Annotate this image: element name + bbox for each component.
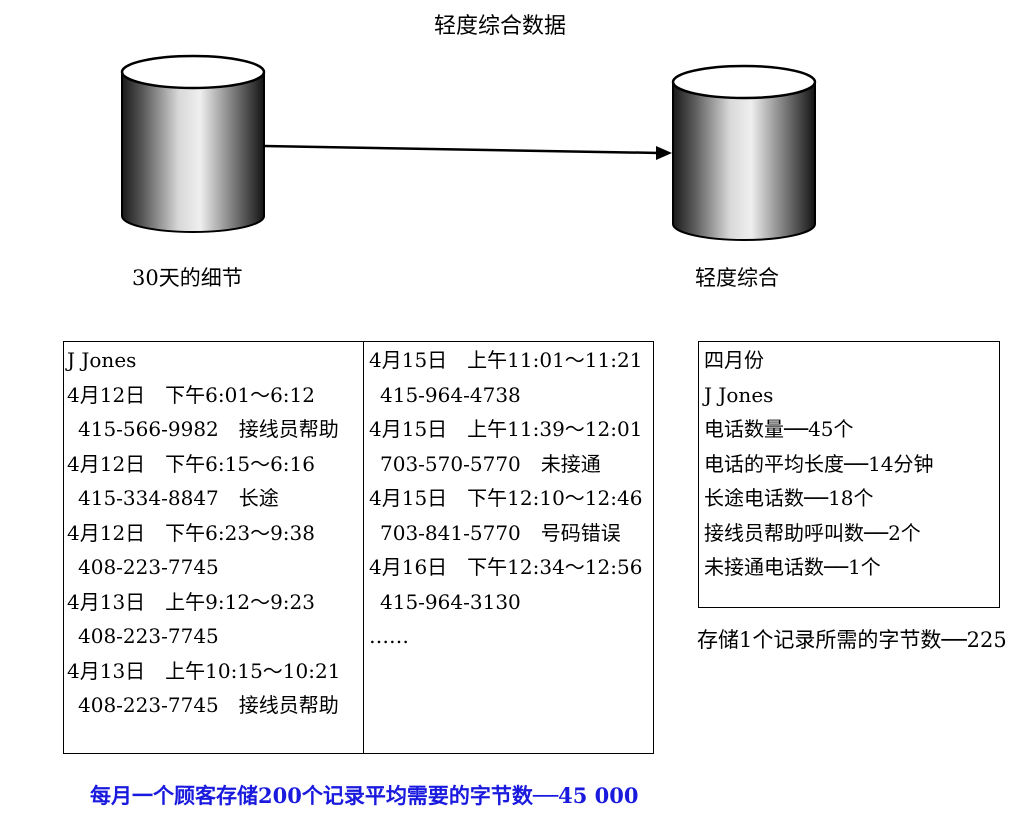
record-line: 415-964-3130: [380, 589, 521, 614]
storage-note: 存储1个记录所需的字节数──225: [697, 628, 1007, 652]
summary-line: 未接通电话数──1个: [704, 555, 881, 579]
record-line: ……: [369, 624, 409, 648]
summary-line: 长途电话数──18个: [704, 486, 874, 510]
flow-arrow: [263, 144, 672, 160]
detail-column-1: J Jones 4月12日 下午6:01～6:12 415-566-9982 接线员…: [67, 343, 340, 723]
record-line: 4月15日 上午11:01～11:21: [369, 348, 643, 372]
summary-line: 接线员帮助呼叫数──2个: [704, 520, 921, 545]
detail-database-cylinder: [120, 54, 266, 233]
record-line: 4月12日 下午6:15～6:16: [67, 451, 315, 476]
record-line: 4月15日 下午12:10～12:46: [369, 486, 643, 510]
summary-line: 四月份: [704, 348, 764, 372]
record-line: 4月12日 下午6:23～9:38: [67, 520, 315, 545]
detail-data-label: 30天的细节: [132, 266, 243, 290]
record-line: 415-334-8847 长途: [78, 486, 279, 510]
record-line: 4月15日 上午11:39～12:01: [369, 417, 643, 441]
record-line: 415-964-4738: [380, 382, 521, 407]
record-line: 408-223-7745: [78, 624, 219, 648]
record-line: 4月13日 上午10:15～10:21: [67, 658, 341, 683]
summary-database-cylinder: [671, 64, 817, 241]
diagram-title: 轻度综合数据: [433, 14, 566, 39]
summary-line: 电话数量──45个: [704, 417, 854, 441]
column-divider: [363, 342, 364, 753]
record-line: 4月13日 上午9:12～9:23: [67, 589, 315, 614]
record-line: 703-570-5770 未接通: [380, 451, 601, 476]
record-line: 703-841-5770 号码错误: [380, 520, 621, 545]
record-line: 415-566-9982 接线员帮助: [78, 417, 339, 441]
detail-column-2: 4月15日 上午11:01～11:21 415-964-4738 4月15日 上午1…: [369, 343, 642, 654]
record-line: 408-223-7745 接线员帮助: [78, 693, 339, 717]
record-line: 4月16日 下午12:34～12:56: [369, 555, 643, 579]
detail-records-box: J Jones 4月12日 下午6:01～6:12 415-566-9982 接线员…: [63, 341, 654, 754]
footer-note: 每月一个顾客存储200个记录平均需要的字节数──45 000: [90, 783, 639, 808]
record-line: 4月12日 下午6:01～6:12: [67, 382, 315, 407]
record-line: 408-223-7745: [78, 555, 219, 579]
light-summary-label: 轻度综合: [695, 266, 779, 290]
summary-lines: 四月份 J Jones 电话数量──45个电话的平均长度──14分钟长途电话数──1…: [704, 343, 934, 585]
summary-line: J Jones: [704, 382, 774, 407]
summary-line: 电话的平均长度──14分钟: [704, 451, 934, 476]
record-line: J Jones: [67, 348, 137, 372]
summary-box: 四月份 J Jones 电话数量──45个电话的平均长度──14分钟长途电话数──1…: [698, 341, 1000, 608]
